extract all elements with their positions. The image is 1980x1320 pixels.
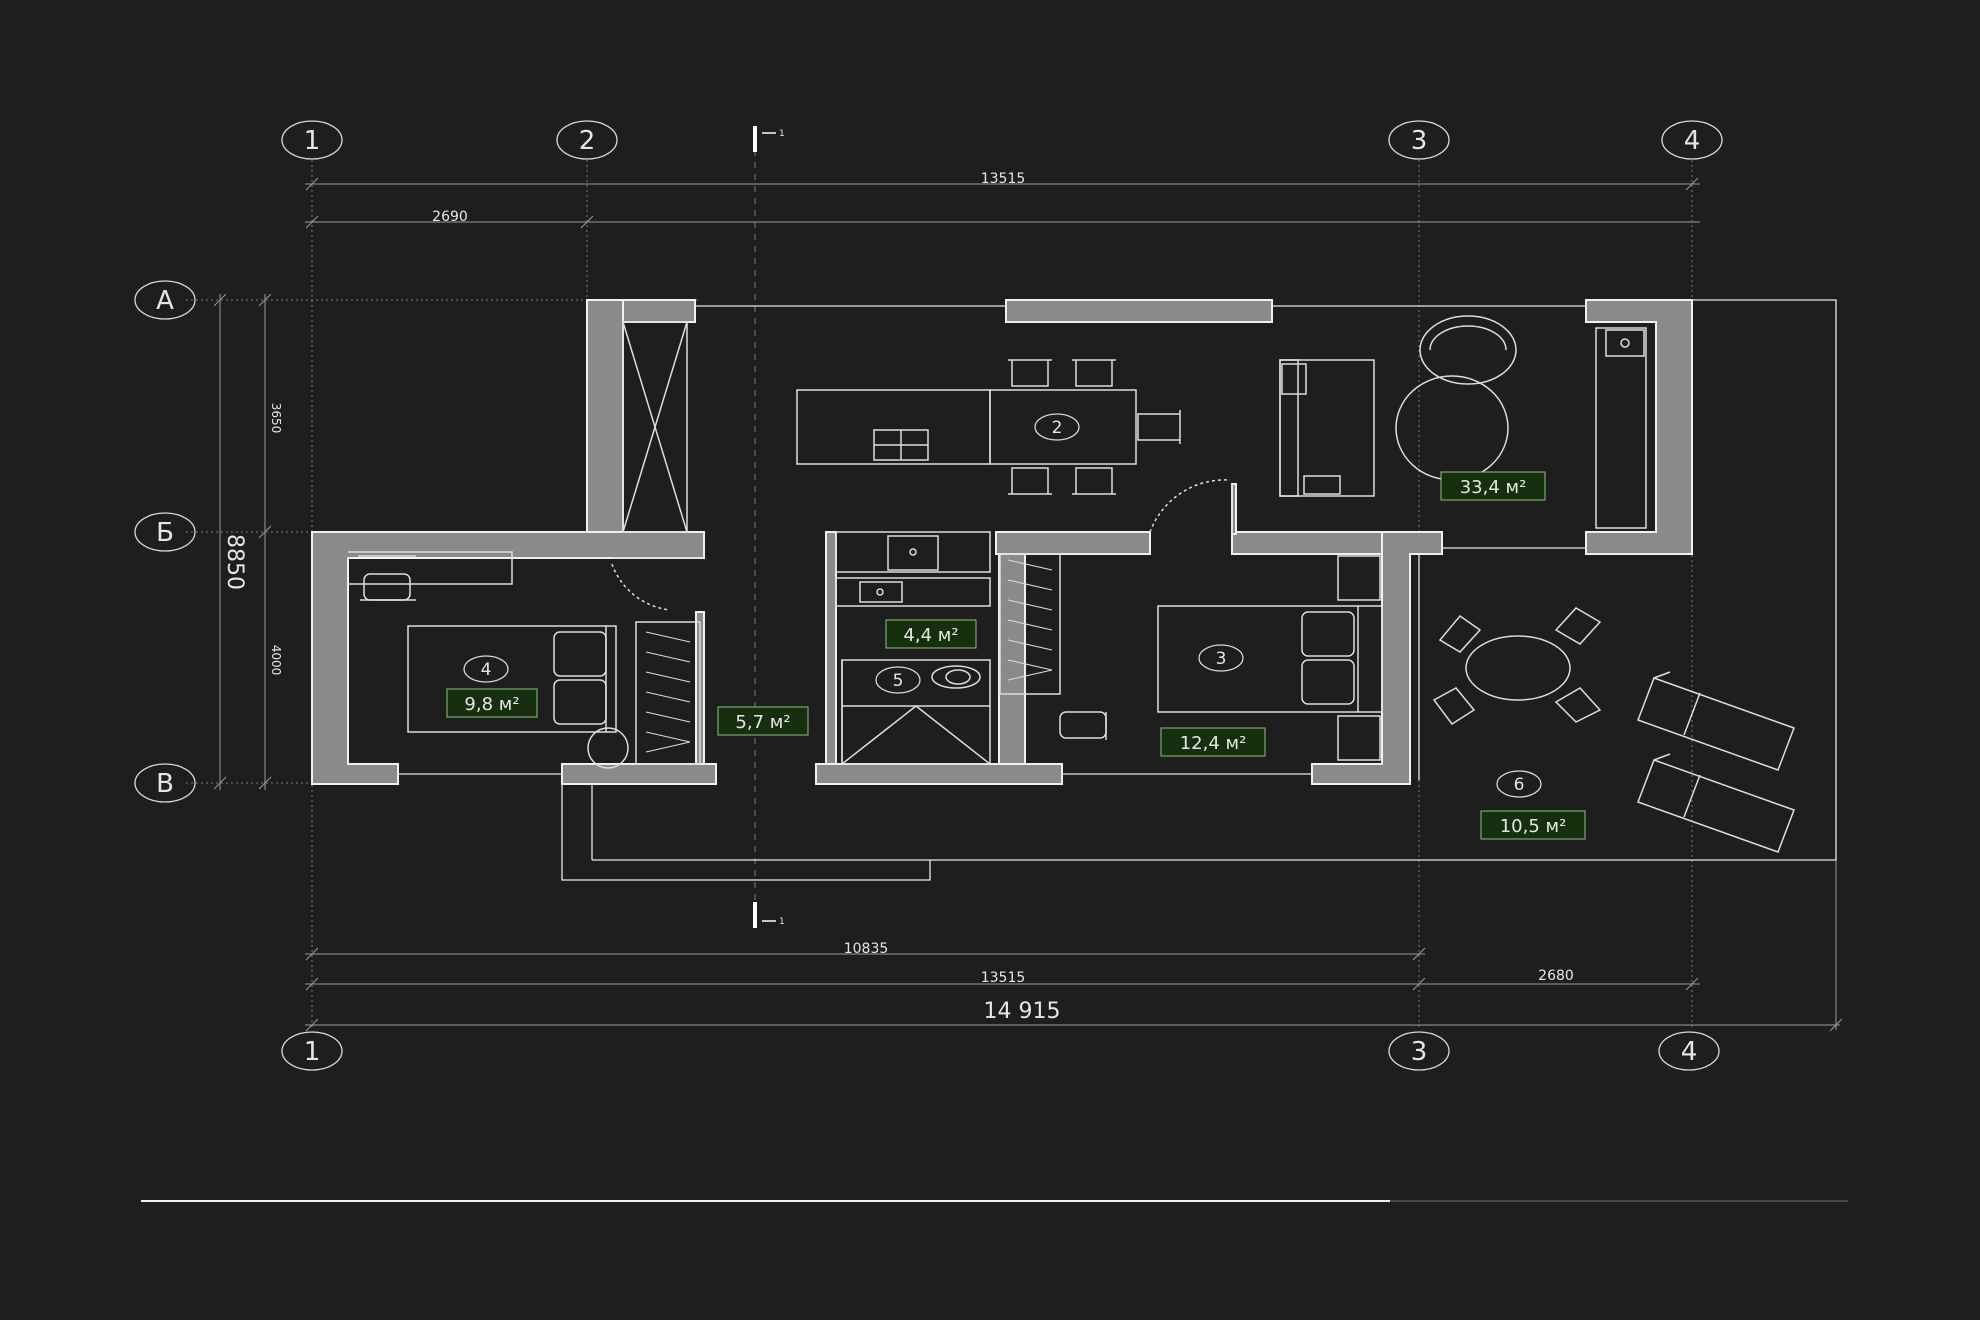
room-number-2: 2 <box>1052 418 1063 438</box>
dim-bottom-segment: 10835 <box>844 941 889 957</box>
terrace-table <box>1465 635 1571 701</box>
axis-label-left-v: В <box>156 769 174 799</box>
bed-room-3 <box>1157 605 1383 713</box>
axis-grid-lines <box>186 150 1693 1030</box>
sun-lounger-2 <box>1637 753 1795 853</box>
room-number-5: 5 <box>893 671 904 691</box>
dim-bottom-right: 2680 <box>1538 968 1574 984</box>
dining-table <box>989 389 1137 465</box>
axis-markers-bottom: 1 3 4 <box>281 1031 1720 1071</box>
section-label-top: 1 <box>779 129 785 139</box>
hall-wardrobe <box>635 621 701 765</box>
room-number-3: 3 <box>1216 649 1227 669</box>
area-label-hall: 5,7 м² <box>735 712 790 733</box>
area-label-room-5: 4,4 м² <box>903 625 958 646</box>
area-labels: 33,4 м² 12,4 м² 9,8 м² 4,4 м² 10,5 м² 5,… <box>446 471 1586 840</box>
axis-markers-top: 1 2 3 4 <box>281 120 1723 160</box>
axis-markers-left: А Б В <box>134 280 196 803</box>
walls <box>311 299 1693 785</box>
section-mark-top: 1 <box>753 126 785 152</box>
bed-room-4 <box>407 625 617 733</box>
dim-left-overall: 8850 <box>222 534 247 590</box>
coffee-table <box>1395 375 1509 481</box>
axis-label-top-4: 4 <box>1684 126 1701 156</box>
bedroom3-wardrobe <box>999 553 1061 695</box>
axis-label-left-b: Б <box>156 518 174 548</box>
sun-lounger-1 <box>1637 671 1795 771</box>
shower <box>841 659 991 765</box>
room-numbers: 2 3 4 5 6 <box>463 413 1542 798</box>
armchair <box>1419 315 1517 385</box>
area-label-room-2: 33,4 м² <box>1460 477 1527 498</box>
room-number-4: 4 <box>481 660 492 680</box>
section-label-bottom: 1 <box>779 917 785 927</box>
furniture <box>348 315 1795 853</box>
axis-label-bottom-4: 4 <box>1681 1037 1698 1067</box>
room-number-6: 6 <box>1514 775 1525 795</box>
section-mark-bottom: 1 <box>753 902 785 928</box>
axis-label-top-3: 3 <box>1411 126 1428 156</box>
dim-bottom-main: 13515 <box>981 970 1026 986</box>
area-label-room-6: 10,5 м² <box>1500 816 1567 837</box>
axis-label-bottom-1: 1 <box>304 1037 321 1067</box>
toilet <box>931 665 981 689</box>
kitchen-island <box>796 389 991 465</box>
area-label-room-3: 12,4 м² <box>1180 733 1247 754</box>
dim-left-lower: 4000 <box>269 645 283 676</box>
axis-label-top-1: 1 <box>304 126 321 156</box>
dimension-labels: 13515 2690 3650 4000 8850 10835 13515 26… <box>222 171 1574 1024</box>
dim-top-segment: 2690 <box>432 209 468 225</box>
dim-top-overall: 13515 <box>981 171 1026 187</box>
axis-label-top-2: 2 <box>579 126 596 156</box>
axis-label-left-a: А <box>156 286 174 316</box>
area-label-room-4: 9,8 м² <box>464 694 519 715</box>
dim-left-upper: 3650 <box>269 403 283 434</box>
dim-bottom-overall: 14 915 <box>984 999 1061 1024</box>
axis-label-bottom-3: 3 <box>1411 1037 1428 1067</box>
dimension-lines <box>213 177 1843 1032</box>
